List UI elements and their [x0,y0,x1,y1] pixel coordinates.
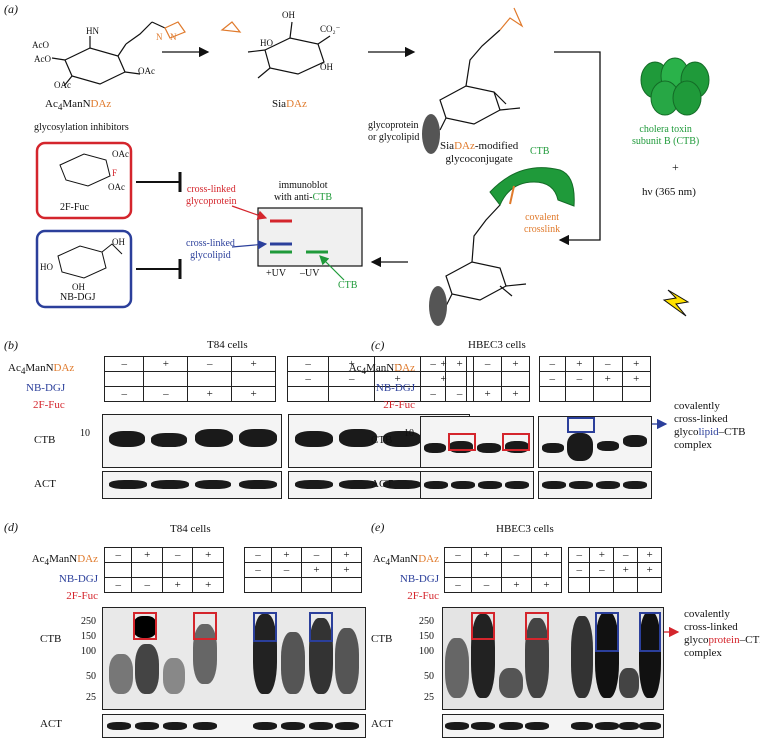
panel-b-ctb-label: CTB [34,434,56,446]
ring-label: OH [282,10,295,20]
ring-label: OH [320,62,333,72]
panel-a-label: (a) [4,2,18,16]
panel-e-ctb-label: CTB [371,633,393,645]
panel-d-title: T84 cells [170,523,211,535]
uv-plus-label: +UV [266,268,287,279]
panel-b-mw: 10 [80,428,90,439]
panel-b-label: (b) [4,338,18,352]
panel-d-condition-row-labels: Ac4ManNDAz NB-DGJ 2F-Fuc [31,553,98,603]
panel-c-ctb-blot-2 [538,416,652,468]
ring-label: N [170,32,177,42]
panel-d-act-label: ACT [40,718,62,730]
panel-c-act-label: ACT [371,478,393,490]
panel-b-act-label: ACT [34,478,56,490]
ring-label: HO [40,262,53,272]
plus-sign: + [672,160,679,174]
siadaz-label: SiaDAz [272,98,307,110]
membrane-anchor-1 [422,114,440,154]
panel-c-act-blot-1 [420,471,534,499]
ring-label: AcO [34,54,51,64]
inhibitors-heading: glycosylation inhibitors [34,122,129,133]
panel-b-title: T84 cells [207,339,248,351]
ctb-bound-shape [489,167,575,207]
panel-e-label: (e) [371,520,385,534]
ring-label: N [156,32,163,42]
panel-e-ctb-blot [442,607,664,710]
panel-b-cond-table-1: –+–+ ––++ [103,356,276,402]
fuc-box [35,141,133,220]
panel-c-label: (c) [371,338,385,352]
panel-e-cond-table-2: –+–+ ––++ [567,547,662,593]
fuc-label: 2F-Fuc [60,202,89,213]
ring-label: F [112,168,118,178]
panel-e-note: covalently cross-linked glycoprotein–CTB… [684,608,760,659]
ring-label: OAc [108,182,125,192]
panel-c-mw: 10 [404,428,414,439]
ring-label: AcO [32,40,49,50]
panel-e-act-label: ACT [371,718,393,730]
dgj-box [35,229,133,309]
ctb-pentamer-icon [640,57,710,116]
panel-c-condition-row-labels: Ac4ManNDAz NB-DGJ 2F-Fuc [348,362,415,412]
ctb-small-label: CTB [530,146,550,157]
uv-light-label: hν (365 nm) [642,186,696,198]
crosslinked-structure [445,204,527,307]
panel-b-act-blot-1 [102,471,282,499]
uv-minus-label: –UV [300,268,320,279]
ring-label: HN [86,26,99,36]
ring-label: OAc [112,149,129,159]
panel-c-ctb-blot-1 [420,416,534,468]
panel-c-note: covalently cross-linked glycolipid–CTB c… [674,400,746,451]
ring-label: CO₂⁻ [320,24,341,34]
panel-e-act-blot [442,714,664,738]
panel-d-label: (d) [4,520,18,534]
ctb-arrow-label: CTB [338,280,358,291]
siadaz-structure [220,21,331,79]
ring-label: OH [112,237,125,247]
panel-c-cond-table-2: –+–+ ––++ [539,356,652,402]
ring-label: OH [72,282,85,292]
panel-d-act-blot [102,714,366,738]
condition-row-labels: Ac4ManNDAz NB-DGJ 2F-Fuc [8,362,75,412]
panel-d-ctb-label: CTB [40,633,62,645]
immunoblot-box [257,207,363,267]
ac4mandaz-label: Ac4ManNDAz [45,98,112,113]
panel-d-ctb-blot [102,607,366,710]
ring-label: OAc [54,80,71,90]
dgj-label: NB-DGJ [60,292,96,303]
ac4mandaz-structure [51,21,186,87]
panel-c-ctb-label: CTB [371,434,393,446]
panel-e-cond-table-1: –+–+ ––++ [444,547,563,593]
ring-label: OAc [138,66,155,76]
membrane-anchor-2 [429,286,447,326]
panel-c-cond-table-1: –+–+ ––++ [419,356,530,402]
uv-light-icon [662,289,690,317]
panel-d-cond-table-1: –+–+ ––++ [103,547,224,593]
panel-a-graphics [35,7,710,326]
ring-label: HO [260,38,273,48]
panel-c-title: HBEC3 cells [468,339,526,351]
panel-d-cond-table-2: –+–+ ––++ [244,547,363,593]
conjugate-structure [439,7,524,131]
panel-c-act-blot-2 [538,471,652,499]
panel-e-condition-row-labels: Ac4ManNDAz NB-DGJ 2F-Fuc [372,553,439,603]
panel-e-title: HBEC3 cells [496,523,554,535]
panel-b-ctb-blot-1 [102,414,282,468]
